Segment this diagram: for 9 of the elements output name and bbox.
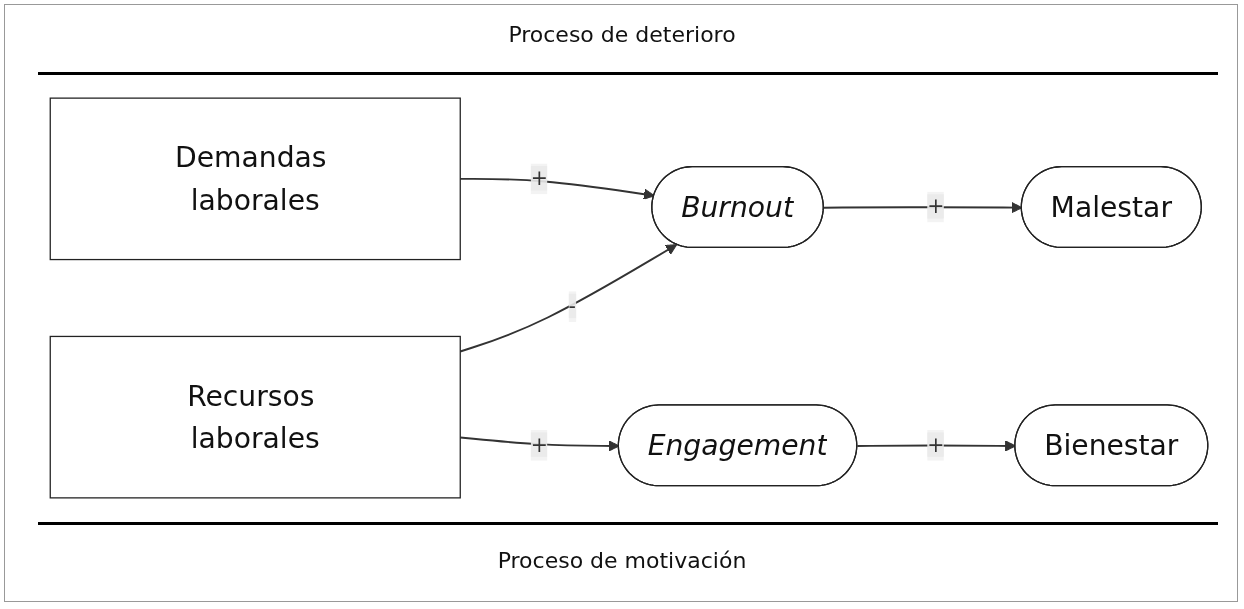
edge-label: + — [927, 432, 945, 457]
node-box: Demandas laborales — [49, 97, 461, 261]
edge-label: + — [927, 194, 945, 219]
section-heading: Proceso de deterioro — [508, 22, 736, 47]
section-heading: Proceso de motivación — [497, 548, 747, 573]
edge-label: + — [530, 166, 548, 191]
edge-label: + — [530, 432, 548, 457]
node-box: Recursos laborales — [49, 335, 461, 499]
edge-label: - — [568, 293, 576, 319]
